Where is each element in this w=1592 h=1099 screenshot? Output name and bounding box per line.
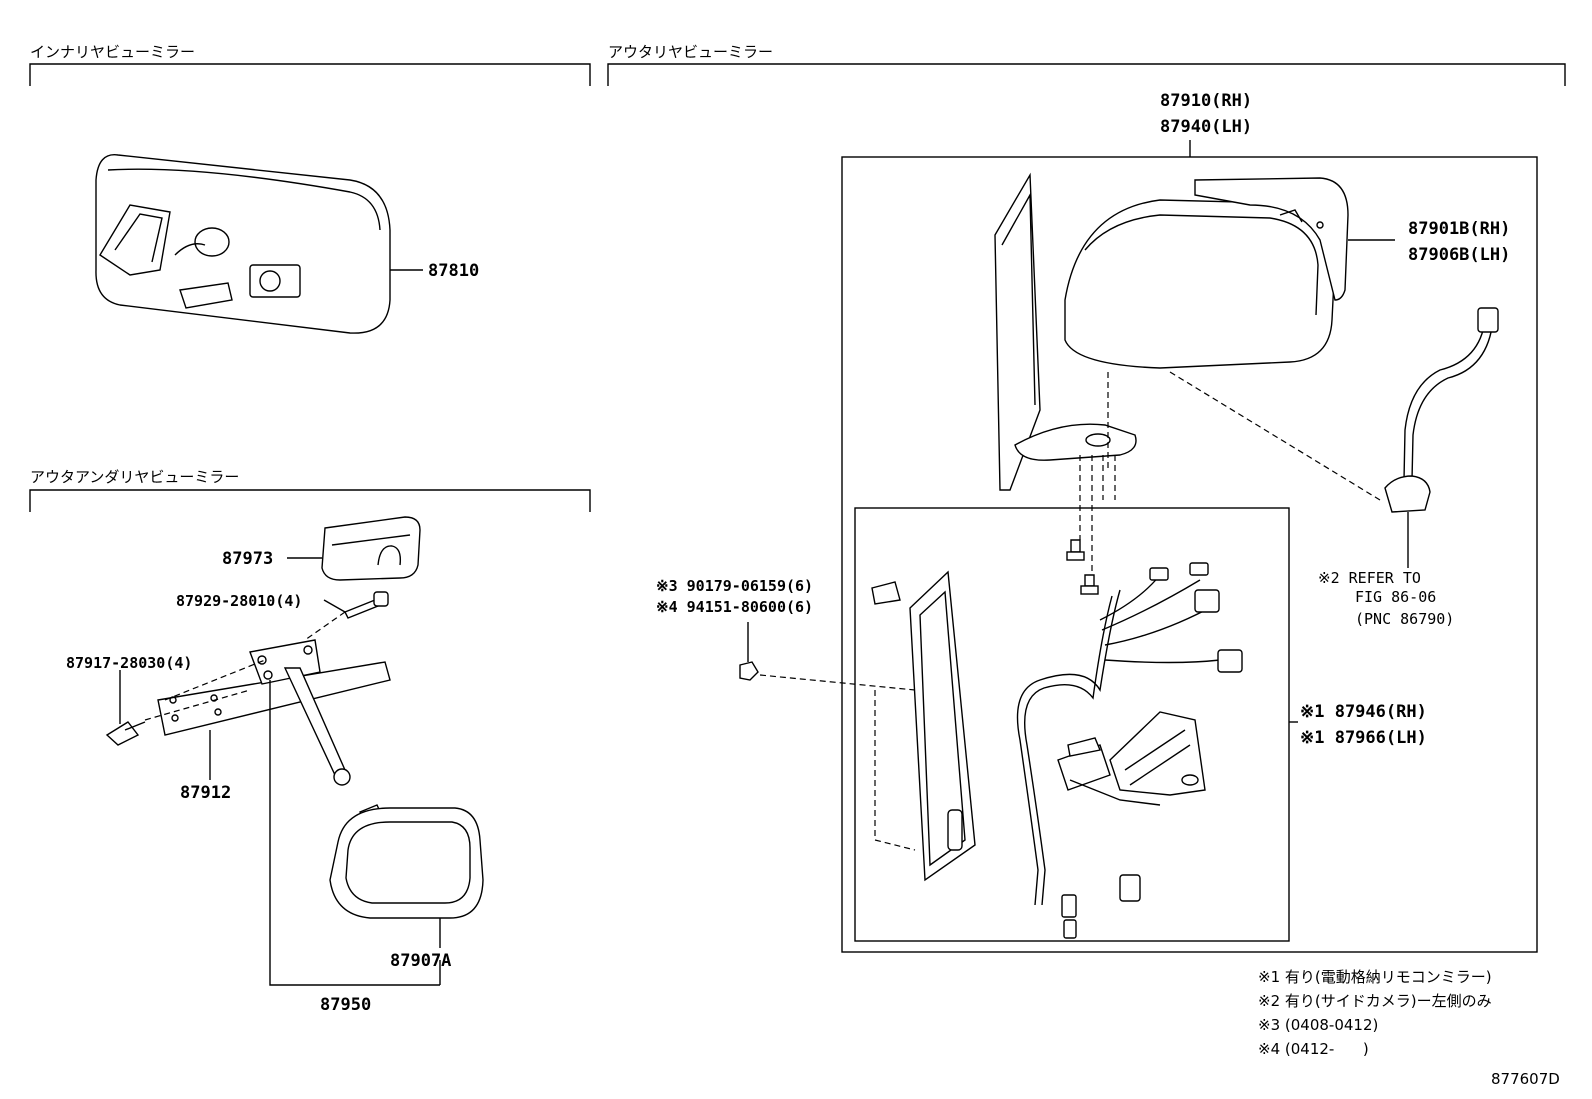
section-title-outer-mirror: アウタリヤビューミラー <box>608 43 773 61</box>
nut-icon <box>739 661 759 681</box>
section-title-inner-mirror: インナリヤビューミラー <box>30 43 195 61</box>
refer-line-2: FIG 86-06 <box>1355 588 1436 606</box>
part-label-87810: 87810 <box>428 261 479 281</box>
part-label-87906b: 87906B(LH) <box>1408 245 1510 265</box>
part-label-94151: ※4 94151-80600(6) <box>656 598 813 616</box>
outer-mirror-drawing <box>759 172 1499 939</box>
part-label-87912: 87912 <box>180 783 231 803</box>
part-label-87950: 87950 <box>320 995 371 1015</box>
note-1: ※1 有り(電動格納リモコンミラー) <box>1258 968 1492 986</box>
part-label-87901b: 87901B(RH) <box>1408 219 1510 239</box>
section-bracket-inner <box>29 63 591 86</box>
section-title-outer-under-mirror: アウタアンダリヤビューミラー <box>30 468 239 486</box>
diagram-id: 877607D <box>1491 1070 1560 1088</box>
part-label-90179: ※3 90179-06159(6) <box>656 577 813 595</box>
note-3: ※3 (0408-0412) <box>1258 1016 1378 1034</box>
part-label-87973: 87973 <box>222 549 273 569</box>
refer-line-3: (PNC 86790) <box>1355 610 1454 628</box>
part-label-87907a: 87907A <box>390 951 451 971</box>
part-label-87929: 87929-28010(4) <box>176 592 302 610</box>
part-label-87917: 87917-28030(4) <box>66 654 192 672</box>
note-4: ※4 (0412- ) <box>1258 1040 1369 1058</box>
sub-assembly-frame <box>854 507 1290 942</box>
refer-line-1: ※2 REFER TO <box>1318 569 1421 587</box>
note-2: ※2 有り(サイドカメラ)ー左側のみ <box>1258 992 1492 1010</box>
part-label-87910: 87910(RH) <box>1160 91 1252 111</box>
mirror-assembly-frame <box>841 156 1538 953</box>
inner-mirror-drawing <box>95 154 423 334</box>
part-label-87940: 87940(LH) <box>1160 117 1252 137</box>
part-label-87946: ※1 87946(RH) <box>1300 702 1427 722</box>
under-mirror-drawing <box>105 516 484 986</box>
section-bracket-outer <box>607 63 1566 86</box>
section-bracket-under <box>29 489 591 512</box>
part-label-87966: ※1 87966(LH) <box>1300 728 1427 748</box>
